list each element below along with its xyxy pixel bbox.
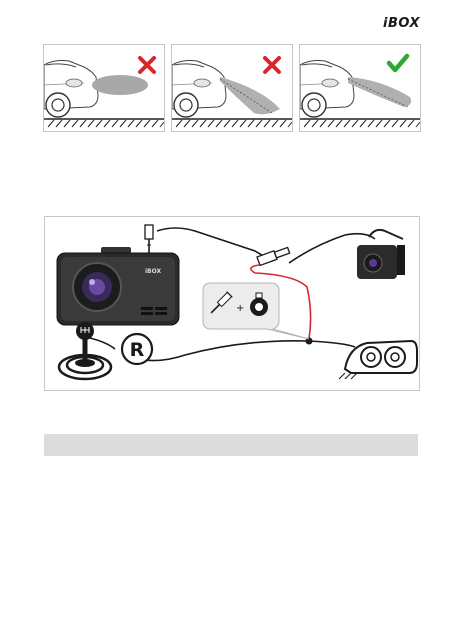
jack-connector-icon <box>145 225 153 253</box>
tools-callout: + <box>203 283 309 339</box>
tail-light-icon <box>339 341 417 379</box>
camera-brand-text: iBOX <box>145 268 162 275</box>
reverse-gear-badge: R <box>122 334 152 364</box>
check-icon <box>389 56 407 70</box>
ground-hatch <box>172 119 292 127</box>
ground-hatch <box>44 119 164 127</box>
gear-shifter-icon <box>59 322 111 379</box>
light-beam <box>348 77 411 107</box>
car-rear-illustration <box>300 61 354 118</box>
section-header-text <box>44 434 418 442</box>
car-rear-illustration <box>44 61 98 118</box>
cross-icon <box>140 58 154 72</box>
section-header-bar <box>44 434 418 456</box>
headlight-panel-wrong-2 <box>171 44 293 132</box>
inline-connector-icon <box>257 246 290 265</box>
car-rear-illustration <box>172 61 226 118</box>
headlight-panel-wrong-1 <box>43 44 165 132</box>
rear-camera-illustration <box>357 230 405 279</box>
reverse-gear-letter: R <box>130 339 145 361</box>
ground-hatch <box>300 119 420 127</box>
light-beam <box>92 75 148 95</box>
ground-wire <box>131 341 355 361</box>
light-beam <box>220 77 280 114</box>
cross-icon <box>265 58 279 72</box>
rear-camera-wiring-diagram: iBOX + <box>44 216 420 391</box>
brand-logo: iBOX <box>383 16 420 31</box>
dashcam-illustration: iBOX <box>57 247 179 325</box>
plus-sign: + <box>236 303 244 314</box>
headlight-panel-correct <box>299 44 421 132</box>
camera-cable <box>157 228 265 257</box>
